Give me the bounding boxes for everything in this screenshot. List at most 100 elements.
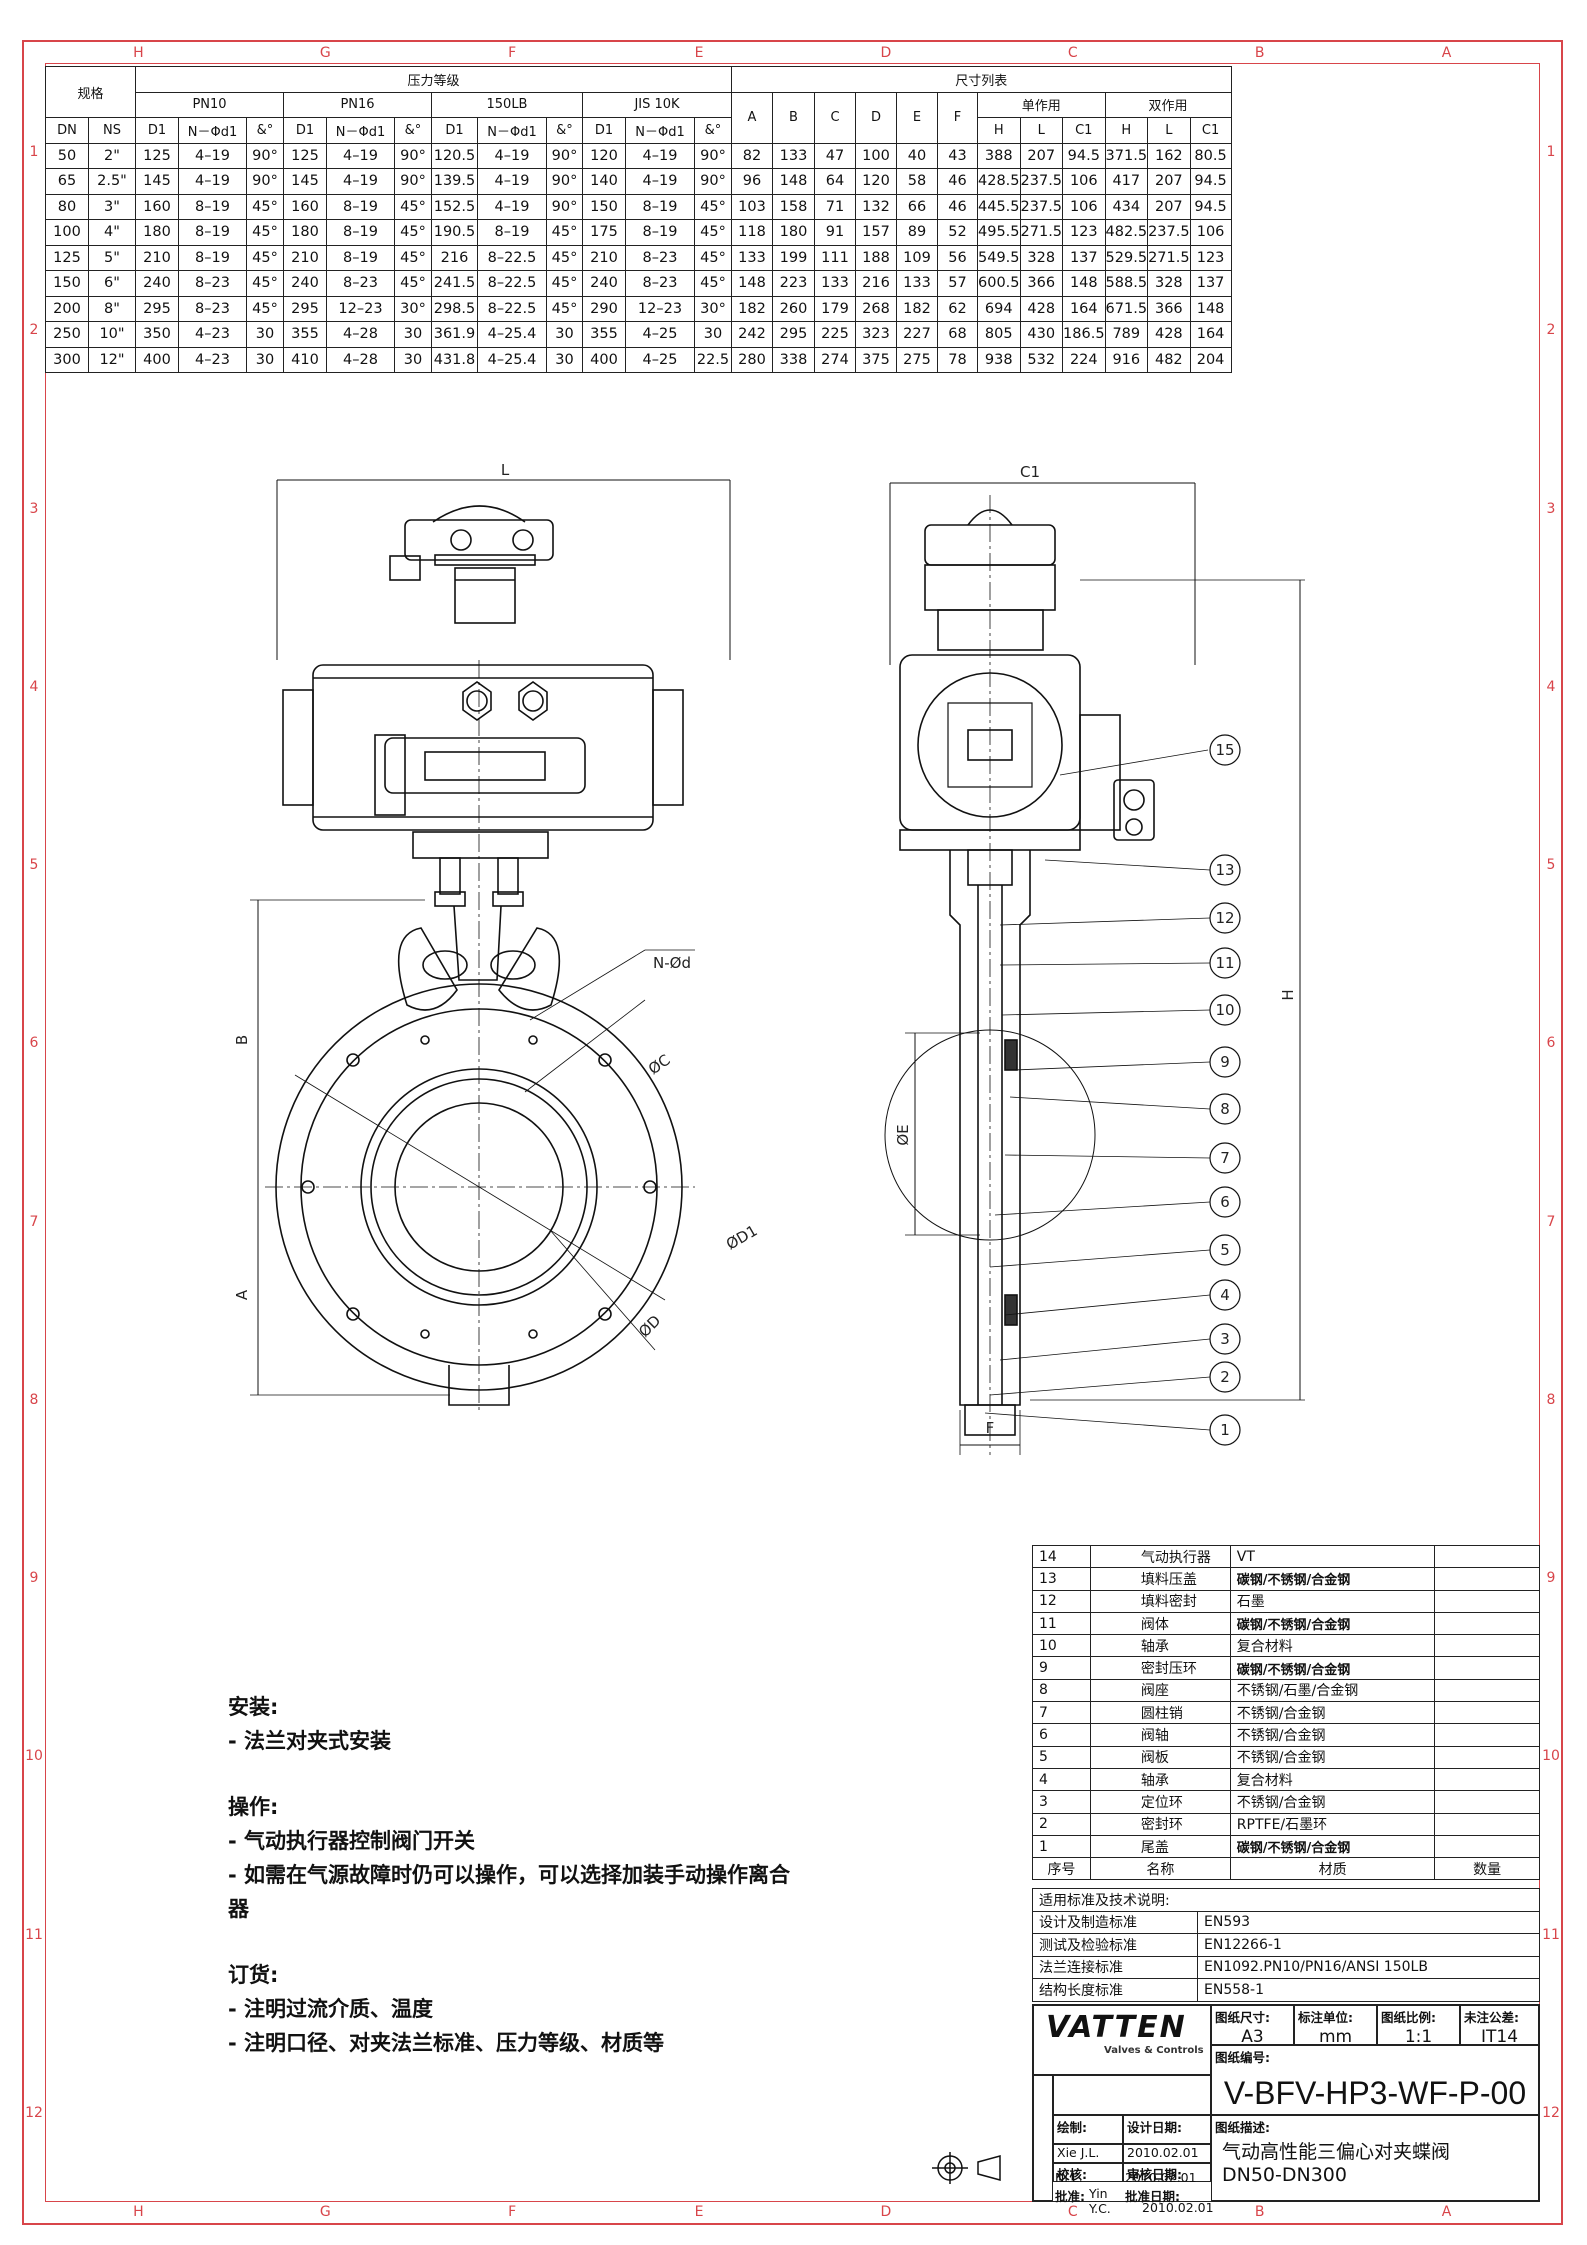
table-cell: 111: [814, 244, 856, 271]
zone-marker: E: [694, 2204, 704, 2220]
table-cell: 227: [896, 321, 938, 348]
table-cell: 482: [1147, 346, 1191, 373]
table-cell: 45°: [246, 270, 284, 297]
header-dim-col: F: [937, 91, 978, 144]
zone-marker: 5: [29, 857, 39, 874]
table-cell: 190.5: [431, 219, 478, 246]
table-cell: 90°: [694, 142, 732, 169]
table-cell: 175: [582, 219, 626, 246]
header-sub-col: &°: [546, 117, 583, 144]
table-cell: 45°: [246, 295, 284, 322]
signature-rows: Ni L.2010.02.01: [1052, 2170, 1210, 2185]
table-cell: 240: [135, 270, 179, 297]
drawing-no-label: 图纸编号:: [1215, 2050, 1270, 2065]
table-cell: 250: [45, 321, 89, 348]
checked-by: Ni L.: [1055, 2170, 1083, 2185]
notes-block: 安装: - 法兰对夹式安装 操作: - 气动执行器控制阀门开关 - 如需在气源故…: [228, 1690, 868, 2060]
table-cell: 90°: [246, 168, 284, 195]
order-item: - 注明过流介质、温度: [228, 1997, 434, 2021]
unit-label: 标注单位:: [1298, 2010, 1353, 2025]
table-cell: 152.5: [431, 193, 478, 220]
review-date-label: 审核日期:: [1123, 2163, 1211, 2182]
part-material: 复合材料: [1229, 1634, 1436, 1658]
table-cell: 2.5": [88, 168, 136, 195]
table-cell: 434: [1104, 193, 1149, 220]
callout-4: 4: [1209, 1279, 1241, 1311]
table-cell: 242: [731, 321, 773, 348]
table-cell: 2": [88, 142, 136, 169]
part-name: 填料密封: [1089, 1589, 1231, 1613]
description-line-1: 气动高性能三偏心对夹蝶阀: [1222, 2141, 1451, 2163]
table-cell: 120: [855, 168, 897, 195]
dim-E-label: ØE: [894, 1124, 912, 1145]
table-cell: 8–19: [178, 193, 247, 220]
table-cell: 71: [814, 193, 856, 220]
table-cell: 89: [896, 219, 938, 246]
table-cell: 90°: [546, 168, 583, 195]
table-cell: 8–19: [326, 219, 395, 246]
header-sub-col: &°: [394, 117, 432, 144]
callout-9: 9: [1209, 1046, 1241, 1078]
header-pressure-group: PN10: [135, 91, 284, 118]
zone-marker: 11: [1542, 1926, 1560, 1943]
table-cell: 150: [582, 193, 626, 220]
part-qty: [1434, 1834, 1540, 1859]
part-qty: [1434, 1790, 1540, 1814]
header-act-col: H: [977, 117, 1021, 144]
table-cell: 428.5: [977, 168, 1021, 195]
zone-marker: E: [694, 45, 704, 61]
header-act-col: L: [1147, 117, 1191, 144]
table-cell: 225: [814, 321, 856, 348]
zone-marker: 10: [25, 1748, 43, 1765]
projection-symbol-icon: [932, 2152, 1001, 2184]
table-cell: 371.5: [1104, 142, 1149, 169]
table-cell: 188: [855, 244, 897, 271]
part-no: 8: [1032, 1678, 1091, 1703]
table-cell: 45°: [546, 244, 583, 271]
table-cell: 295: [772, 321, 815, 348]
table-cell: 45°: [394, 270, 432, 297]
table-cell: 150: [45, 270, 89, 297]
part-no: 1: [1032, 1834, 1091, 1859]
table-cell: 355: [283, 321, 327, 348]
table-cell: 12": [88, 346, 136, 373]
table-cell: 45°: [694, 219, 732, 246]
drawing-frame-outer: [22, 40, 1563, 2225]
table-cell: 366: [1147, 295, 1191, 322]
table-cell: 4–25: [625, 346, 695, 373]
table-cell: 125: [45, 244, 89, 271]
part-material: 碳钢/不锈钢/合金钢: [1229, 1567, 1436, 1591]
zone-marker: G: [319, 45, 331, 61]
part-qty: [1434, 1701, 1540, 1725]
part-qty: [1434, 1723, 1540, 1747]
table-cell: 295: [283, 295, 327, 322]
table-cell: 805: [977, 321, 1021, 348]
part-name: 填料压盖: [1089, 1567, 1231, 1591]
table-cell: 410: [283, 346, 327, 373]
table-cell: 8–22.5: [477, 270, 547, 297]
table-cell: 298.5: [431, 295, 478, 322]
drawn-by: Xie J.L.: [1053, 2144, 1123, 2163]
header-ns: NS: [88, 117, 136, 144]
callout-13: 13: [1209, 854, 1241, 886]
table-cell: 400: [582, 346, 626, 373]
table-cell: 140: [582, 168, 626, 195]
drawn-label: 绘制:: [1053, 2115, 1123, 2144]
approve-label: 批准:: [1055, 2189, 1085, 2204]
table-cell: 8–23: [178, 295, 247, 322]
table-cell: 8–19: [326, 244, 395, 271]
zone-marker: D: [880, 45, 892, 61]
table-cell: 4": [88, 219, 136, 246]
part-qty: [1434, 1745, 1540, 1769]
table-cell: 45°: [546, 219, 583, 246]
parts-header-cell: 序号: [1032, 1857, 1091, 1881]
std-name: 测试及检验标准: [1032, 1933, 1198, 1957]
table-cell: 4–19: [625, 142, 695, 169]
table-cell: 482.5: [1104, 219, 1149, 246]
